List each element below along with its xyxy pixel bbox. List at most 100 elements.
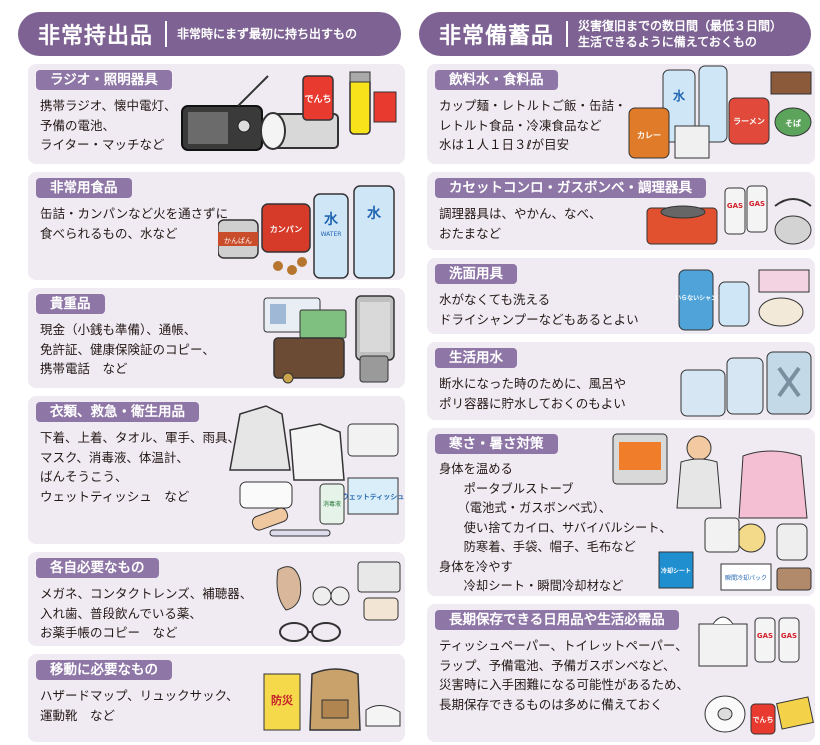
header-separator bbox=[165, 21, 168, 47]
retort-rice-icon bbox=[674, 125, 710, 159]
cup-noodle-icon bbox=[628, 107, 670, 159]
clothing-firstaid-illustration: ウェットティッシュ 消毒液 bbox=[229, 405, 405, 537]
shirt-icon bbox=[289, 423, 345, 481]
section-text: 調理器具は、やかん、なべ、 おたまなど bbox=[439, 206, 602, 241]
wet-tissue-label: ウェットティッシュ bbox=[342, 492, 405, 501]
glasses-icon bbox=[279, 622, 309, 642]
gas-canister-icon bbox=[724, 187, 746, 235]
kanpan-can-icon bbox=[261, 203, 311, 253]
section-text: 缶詰・カンパンなど火を通さずに 食べられるもの、水など bbox=[40, 206, 229, 241]
gas-label: GAS bbox=[781, 632, 797, 640]
section-radio-light: ラジオ・照明器具 携帯ラジオ、懐中電灯、 予備の電池、 ライター・マッチなど で… bbox=[28, 64, 405, 164]
tissue-box-icon bbox=[698, 623, 748, 667]
valuables-illustration bbox=[263, 295, 395, 384]
section-text: 携帯ラジオ、懐中電灯、 予備の電池、 ライター・マッチなど bbox=[40, 98, 177, 152]
section-text: メガネ、コンタクトレンズ、補聴器、 入れ歯、普段飲んでいる薬、 お薬手帳のコピー… bbox=[40, 586, 253, 640]
cold-heat-illustration: 冷却シート 瞬間冷却パック bbox=[612, 433, 812, 591]
right-subtitle: 災害復旧までの数日間（最低３日間） 生活できるように備えておくもの bbox=[578, 18, 782, 50]
section-heading: ラジオ・照明器具 bbox=[36, 70, 172, 90]
mask-icon bbox=[239, 481, 293, 509]
winter-coat-icon bbox=[738, 450, 808, 519]
water-tank-icon bbox=[680, 369, 726, 417]
wallet-icon bbox=[273, 337, 345, 379]
toothpaste-icon bbox=[758, 269, 810, 293]
folded-blanket-icon bbox=[776, 567, 812, 591]
gas-label: GAS bbox=[749, 200, 765, 208]
hazard-map-icon bbox=[263, 673, 301, 731]
water-en-label: WATER bbox=[321, 231, 342, 238]
hoodie-icon bbox=[229, 405, 291, 471]
section-gas-stove: カセットコンロ・ガスボンベ・調理器具 調理器具は、やかん、なべ、 おたまなど G… bbox=[427, 172, 815, 250]
section-text: 下着、上着、タオル、軍手、雨具、 マスク、消毒液、体温計、 ばんそうこう、 ウェ… bbox=[40, 430, 241, 504]
hearing-aid-icon bbox=[276, 566, 302, 611]
section-heading: 非常用食品 bbox=[36, 178, 132, 198]
radio-speaker bbox=[188, 112, 228, 144]
disinfectant-label: 消毒液 bbox=[323, 500, 341, 508]
hat-icon bbox=[736, 523, 766, 553]
gloves-icon bbox=[776, 523, 808, 561]
water-food-illustration: 水 カレー ラーメン そば bbox=[628, 65, 812, 159]
right-subtitle-line2: 生活できるように備えておくもの bbox=[578, 35, 757, 49]
section-valuables: 貴重品 現金（小銭も準備）、通帳、 免許証、健康保険証のコピー、 携帯電話 など bbox=[28, 288, 405, 388]
ramen-icon bbox=[728, 97, 770, 145]
section-heading: 洗面用具 bbox=[435, 264, 517, 284]
section-heading: 衣類、救急・衛生用品 bbox=[36, 402, 199, 422]
curry-label: カレー bbox=[637, 131, 661, 140]
spray-bottle-icon bbox=[718, 281, 750, 327]
battery-label: でんち bbox=[304, 94, 331, 105]
pack-label: 瞬間冷却パック bbox=[725, 574, 767, 582]
gas-label: GAS bbox=[727, 202, 743, 210]
kanpan-label: かんぱん bbox=[224, 237, 252, 245]
water-tank-icon bbox=[726, 357, 764, 415]
section-personal-needs: 各自必要なもの メガネ、コンタクトレンズ、補聴器、 入れ歯、普段飲んでいる薬、 … bbox=[28, 552, 405, 646]
water-bottle-icon bbox=[353, 185, 395, 279]
lighter-icon bbox=[349, 77, 371, 135]
section-cold-heat: 寒さ・暑さ対策 身体を温める ポータブルストーブ （電池式・ガスボンベ式）、 使… bbox=[427, 428, 815, 596]
section-evacuation-needs: 移動に必要なもの ハザードマップ、リュックサック、 運動靴 など 防災 bbox=[28, 654, 405, 742]
soba-icon bbox=[774, 107, 812, 137]
underwear-icon bbox=[347, 423, 399, 457]
section-toiletries: 洗面用具 水がなくても洗える ドライシャンプーなどもあるとよい 水のいらないシャ… bbox=[427, 258, 815, 334]
section-text: 身体を温める ポータブルストーブ （電池式・ガスボンベ式）、 使い捨てカイロ、サ… bbox=[439, 462, 672, 593]
person-icon bbox=[686, 435, 712, 461]
medicine-icon bbox=[357, 561, 401, 593]
left-subtitle: 非常時にまず最初に持ち出すもの bbox=[177, 27, 358, 41]
gas-canister-icon bbox=[754, 617, 776, 663]
hazard-map-label: 防災 bbox=[271, 693, 294, 707]
radio-flashlight-illustration: でんち bbox=[181, 71, 397, 151]
header-separator bbox=[566, 21, 569, 47]
matches-icon bbox=[373, 91, 397, 123]
bandage-icon bbox=[251, 507, 289, 531]
section-water-food: 飲料水・食料品 カップ麺・レトルトご飯・缶詰・ レトルト食品・冷凍食品など 水は… bbox=[427, 64, 815, 164]
kettle-icon bbox=[774, 215, 812, 245]
wrap-icon bbox=[776, 696, 814, 730]
gas-canister-icon bbox=[746, 185, 768, 233]
left-header: 非常持出品 非常時にまず最初に持ち出すもの bbox=[18, 12, 401, 56]
gas-stove-illustration: GAS GAS bbox=[646, 185, 812, 245]
section-text: ティッシュペーパー、トイレットペーパー、 ラップ、予備電池、予備ガスボンベなど、… bbox=[439, 638, 690, 712]
section-text: 水がなくても洗える ドライシャンプーなどもあるとよい bbox=[439, 292, 639, 327]
gas-canister-icon bbox=[778, 617, 800, 663]
water-label: 水 bbox=[324, 211, 339, 228]
radio-antenna bbox=[237, 75, 269, 107]
water-container-illustration bbox=[680, 351, 812, 417]
soba-label: そば bbox=[785, 118, 801, 128]
section-water-storage: 生活用水 断水になった時のために、風呂や ポリ容器に貯水しておくのもよい bbox=[427, 342, 815, 420]
bankbook-icon bbox=[299, 309, 347, 339]
canned-food-icon bbox=[770, 71, 812, 95]
gas-label: GAS bbox=[757, 632, 773, 640]
sneakers-icon bbox=[365, 705, 401, 727]
cold-pack-icon bbox=[720, 563, 772, 591]
cooling-label: 冷却シート bbox=[661, 567, 691, 575]
water-bottle-icon bbox=[313, 193, 349, 279]
kanpan-can-label: カンパン bbox=[270, 224, 302, 234]
section-text: 断水になった時のために、風呂や ポリ容器に貯水しておくのもよい bbox=[439, 376, 627, 411]
section-heading: 長期保存できる日用品や生活必需品 bbox=[435, 610, 679, 630]
blanket-icon bbox=[676, 458, 722, 509]
water-label: 水 bbox=[367, 205, 382, 222]
contact-lens-icon bbox=[312, 586, 332, 606]
water-bottle-icon bbox=[698, 65, 728, 143]
section-text: ハザードマップ、リュックサック、 運動靴 など bbox=[40, 688, 239, 723]
dry-shampoo-icon bbox=[678, 269, 714, 331]
wet-tissue-icon bbox=[347, 477, 399, 515]
